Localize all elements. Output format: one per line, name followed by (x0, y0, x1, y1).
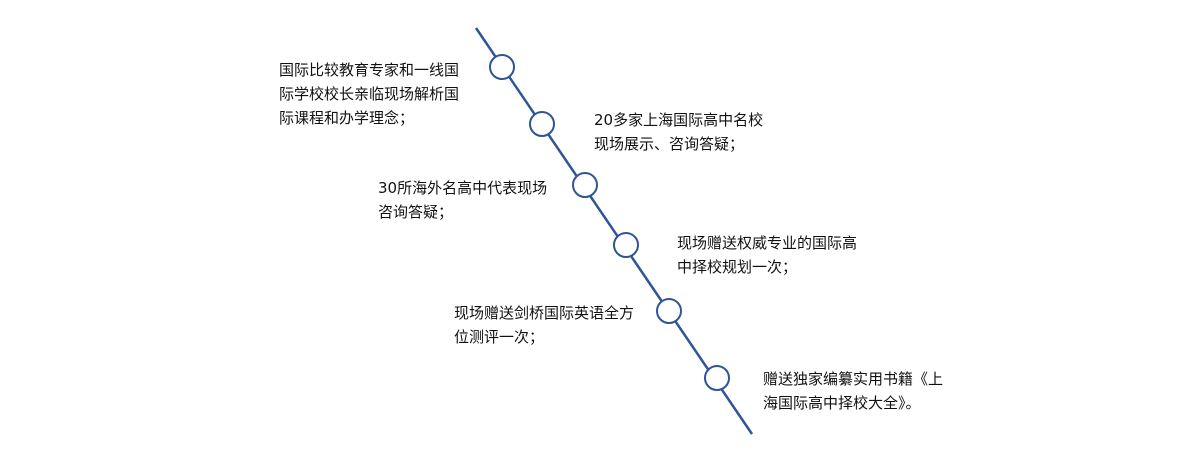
timeline-item-line: 咨询答疑； (378, 203, 454, 221)
timeline-item-text-6: 赠送独家编纂实用书籍《上 海国际高中择校大全》。 (763, 367, 943, 415)
timeline-item-line: 海国际高中择校大全》。 (763, 394, 921, 412)
timeline-node-6 (704, 365, 730, 391)
timeline-node-5 (656, 298, 682, 324)
timeline-item-line: 中择校规划一次； (677, 258, 798, 276)
timeline-item-text-4: 现场赠送权威专业的国际高 中择校规划一次； (677, 231, 857, 279)
timeline-item-text-1: 国际比较教育专家和一线国 际学校校长亲临现场解析国 际课程和办学理念； (279, 58, 459, 130)
timeline-item-line: 赠送独家编纂实用书籍《上 (763, 370, 944, 388)
timeline-nodes (489, 54, 730, 391)
timeline-line (474, 27, 754, 435)
timeline-item-line: 20多家上海国际高中名校 (594, 111, 764, 129)
timeline-item-line: 30所海外名高中代表现场 (378, 179, 548, 197)
timeline-item-text-2: 20多家上海国际高中名校 现场展示、咨询答疑； (594, 108, 763, 156)
timeline-node-3 (572, 172, 598, 198)
timeline-item-line: 国际比较教育专家和一线国 (279, 61, 460, 79)
timeline-item-line: 际学校校长亲临现场解析国 (279, 85, 460, 103)
timeline-item-line: 现场赠送权威专业的国际高 (677, 234, 858, 252)
timeline-item-line: 现场赠送剑桥国际英语全方 (454, 304, 635, 322)
timeline-item-line: 际课程和办学理念； (279, 109, 415, 127)
timeline-node-2 (529, 111, 555, 137)
timeline-node-1 (489, 54, 515, 80)
timeline-node-4 (613, 232, 639, 258)
timeline-item-line: 位测评一次； (454, 328, 545, 346)
timeline-item-text-3: 30所海外名高中代表现场 咨询答疑； (378, 176, 547, 224)
timeline-item-line: 现场展示、咨询答疑； (594, 135, 745, 153)
timeline-item-text-5: 现场赠送剑桥国际英语全方 位测评一次； (454, 301, 634, 349)
